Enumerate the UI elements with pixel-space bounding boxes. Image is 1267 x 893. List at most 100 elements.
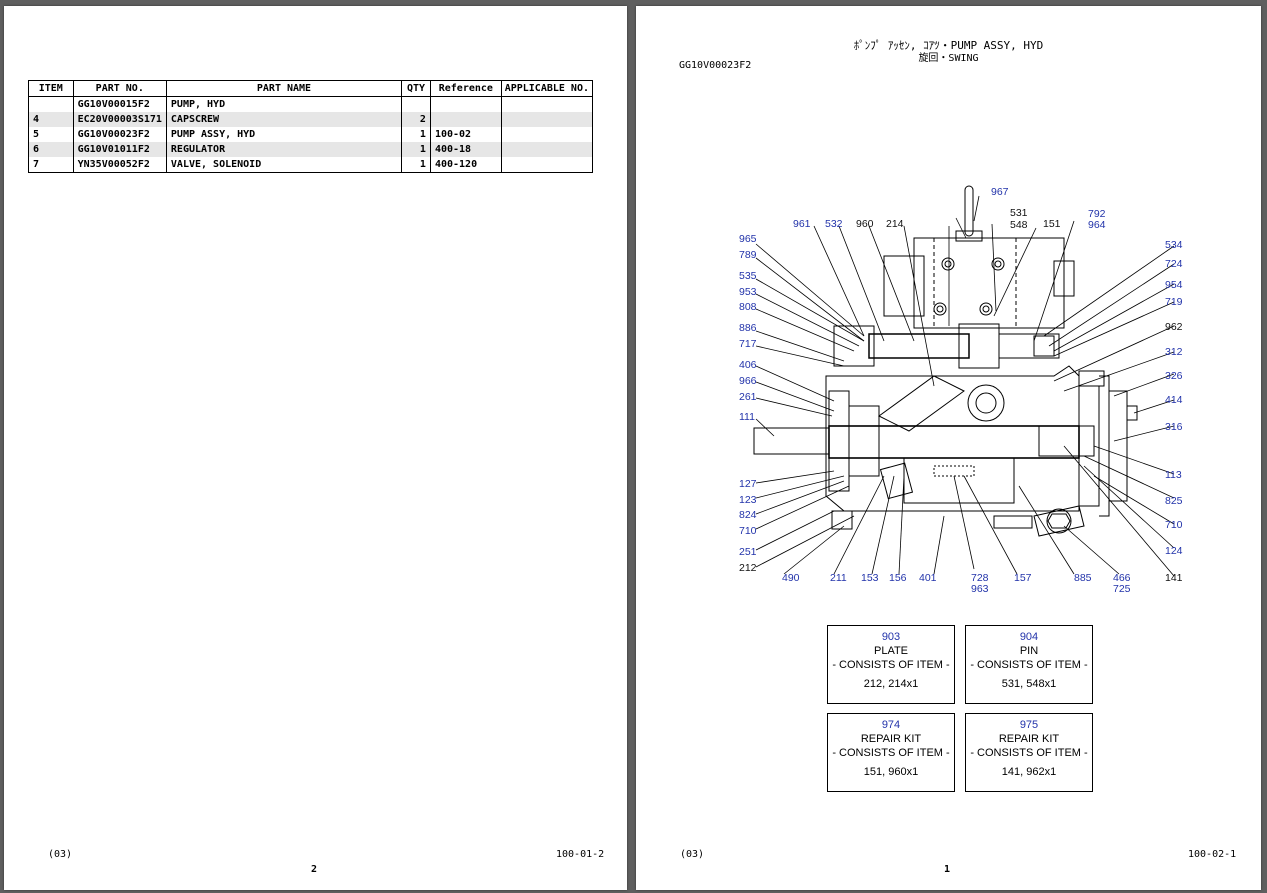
footer-revision: (03) <box>48 849 73 860</box>
callout-212: 212 <box>739 562 757 574</box>
cell-part-name: VALVE, SOLENOID <box>165 157 403 173</box>
cell-part-name: CAPSCREW <box>165 112 403 127</box>
cell-qty <box>401 96 431 112</box>
callout-labels: 967 531 548 151 792 964 961 532 960 214 … <box>739 186 1183 595</box>
cell-qty: 1 <box>401 142 431 157</box>
callout-965: 965 <box>739 233 757 245</box>
callout-214: 214 <box>886 218 904 230</box>
cell-applicable <box>500 157 594 173</box>
table-row: 7 YN35V00052F2 VALVE, SOLENOID 1 400-120 <box>28 157 594 173</box>
callout-156: 156 <box>889 572 907 584</box>
callout-719: 719 <box>1165 296 1183 308</box>
callout-963: 963 <box>971 583 989 595</box>
cell-part-no: YN35V00052F2 <box>72 157 167 173</box>
cell-part-name: PUMP ASSY, HYD <box>165 127 403 142</box>
cell-qty: 1 <box>401 157 431 173</box>
kit-name: PIN <box>1019 645 1039 657</box>
cell-reference: 400-120 <box>429 157 502 173</box>
callout-326: 326 <box>1165 370 1183 382</box>
callout-961: 961 <box>793 218 811 230</box>
table-row: 4 EC20V00003S171 CAPSCREW 2 <box>28 112 594 127</box>
col-header-part-name: PART NAME <box>165 80 403 97</box>
col-header-reference: Reference <box>429 80 502 97</box>
cell-applicable <box>500 127 594 142</box>
callout-967: 967 <box>991 186 1009 198</box>
footer-page-number: 2 <box>311 864 318 875</box>
callout-151: 151 <box>1043 218 1061 230</box>
cell-part-no: EC20V00003S171 <box>72 112 167 127</box>
callout-251: 251 <box>739 546 757 558</box>
callout-808: 808 <box>739 301 757 313</box>
footer-page-number: 1 <box>944 864 951 875</box>
callout-960: 960 <box>856 218 874 230</box>
callout-124: 124 <box>1165 545 1183 557</box>
kit-box-975: 975 REPAIR KIT - CONSISTS OF ITEM - 141,… <box>965 713 1093 792</box>
kit-box-904: 904 PIN - CONSISTS OF ITEM - 531, 548x1 <box>965 625 1093 704</box>
cell-part-no: GG10V01011F2 <box>72 142 167 157</box>
callout-966: 966 <box>739 375 757 387</box>
callout-953: 953 <box>739 286 757 298</box>
callout-490: 490 <box>782 572 800 584</box>
callout-261: 261 <box>739 391 757 403</box>
callout-406: 406 <box>739 359 757 371</box>
cell-item <box>28 96 74 112</box>
kit-box-974: 974 REPAIR KIT - CONSISTS OF ITEM - 151,… <box>827 713 955 792</box>
kit-number: 975 <box>1019 719 1039 731</box>
kit-consists-label: - CONSISTS OF ITEM - <box>970 659 1088 671</box>
callout-532: 532 <box>825 218 843 230</box>
callout-466: 466 <box>1113 572 1131 584</box>
kit-consists-label: - CONSISTS OF ITEM - <box>970 747 1088 759</box>
kit-number: 904 <box>1019 631 1039 643</box>
cell-part-name: PUMP, HYD <box>165 96 403 112</box>
table-row: GG10V00015F2 PUMP, HYD <box>28 96 594 112</box>
col-header-applicable: APPLICABLE NO. <box>500 80 594 97</box>
callout-964: 964 <box>1088 219 1106 231</box>
callout-728: 728 <box>971 572 989 584</box>
cell-applicable <box>500 112 594 127</box>
cell-reference: 100-02 <box>429 127 502 142</box>
cell-reference <box>429 112 502 127</box>
footer-page-code: 100-02-1 <box>1188 849 1237 860</box>
cell-applicable <box>500 142 594 157</box>
callout-824: 824 <box>739 509 757 521</box>
kit-items: 531, 548x1 <box>1001 678 1057 690</box>
callout-710-right: 710 <box>1165 519 1183 531</box>
cell-part-no: GG10V00023F2 <box>72 127 167 142</box>
cell-item: 4 <box>28 112 74 127</box>
col-header-part-no: PART NO. <box>72 80 167 97</box>
callout-401: 401 <box>919 572 937 584</box>
cell-qty: 1 <box>401 127 431 142</box>
callout-535: 535 <box>739 270 757 282</box>
table-row: 6 GG10V01011F2 REGULATOR 1 400-18 <box>28 142 594 157</box>
callout-548: 548 <box>1010 219 1028 231</box>
cell-reference: 400-18 <box>429 142 502 157</box>
parts-table: ITEM PART NO. PART NAME QTY Reference AP… <box>28 80 594 173</box>
callout-717: 717 <box>739 338 757 350</box>
kit-number: 974 <box>881 719 901 731</box>
callout-127: 127 <box>739 478 757 490</box>
right-page: ﾎﾟﾝﾌﾟ ｱｯｾﾝ, ｺｱﾂ・PUMP ASSY, HYD 旋回・SWING … <box>636 6 1261 890</box>
leader-lines <box>755 195 1175 577</box>
callout-316: 316 <box>1165 421 1183 433</box>
left-page: ITEM PART NO. PART NAME QTY Reference AP… <box>4 6 627 890</box>
cell-qty: 2 <box>401 112 431 127</box>
callout-954: 954 <box>1165 279 1183 291</box>
callout-111: 111 <box>739 411 755 423</box>
kit-items: 212, 214x1 <box>863 678 919 690</box>
callout-962: 962 <box>1165 321 1183 333</box>
kit-number: 903 <box>881 631 901 643</box>
callout-414: 414 <box>1165 394 1183 406</box>
cell-reference <box>429 96 502 112</box>
page-subtitle: 旋回・SWING <box>918 53 979 64</box>
callout-534: 534 <box>1165 239 1183 251</box>
kit-name: REPAIR KIT <box>860 733 922 745</box>
callout-123: 123 <box>739 494 757 506</box>
callout-312: 312 <box>1165 346 1183 358</box>
cell-item: 5 <box>28 127 74 142</box>
kit-name: PLATE <box>873 645 909 657</box>
kit-consists-label: - CONSISTS OF ITEM - <box>832 747 950 759</box>
footer-page-code: 100-01-2 <box>556 849 605 860</box>
callout-886: 886 <box>739 322 757 334</box>
callout-141: 141 <box>1165 572 1183 584</box>
exploded-pump-diagram: 967 531 548 151 792 964 961 532 960 214 … <box>739 185 1183 595</box>
